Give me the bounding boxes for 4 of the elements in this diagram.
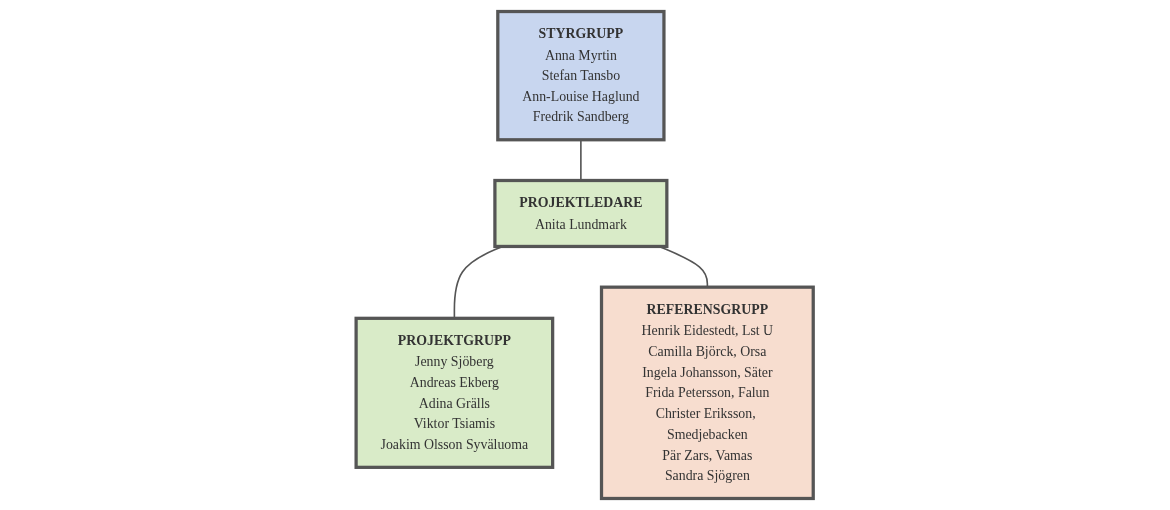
node-box: STYRGRUPP Anna Myrtin Stefan Tansbo Ann-Louise Haglund Fredrik Sandberg [496,9,666,142]
node-box: PROJEKTLEDARE Anita Lundmark [493,178,669,249]
node-box: REFERENSGRUPP Henrik Eidestedt, Lst U Camilla Björck, Orsa Ingela Johansson, Säter Frida Petersson, Falun Christer Eriksson, Smedjebacken Pär Zars, Vamas Sandra Sjögren [600,285,816,501]
node-box: PROJEKTGRUPP Jenny Sjöberg Andreas Ekberg Adina Grälls Viktor Tsiamis Joakim Olsson Syväluoma [354,316,555,469]
